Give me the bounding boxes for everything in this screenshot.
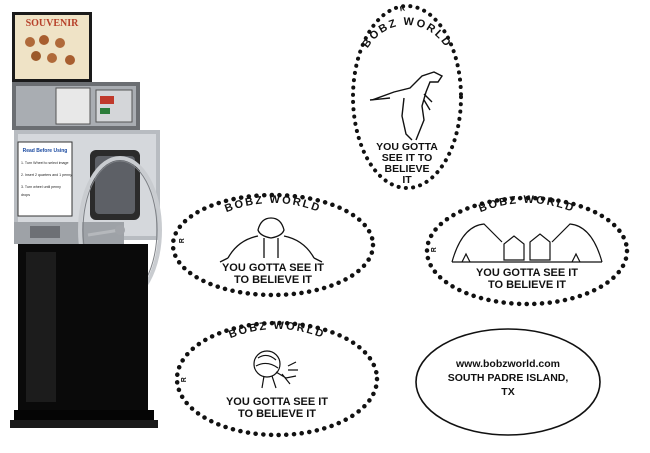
sign-title: SOUVENIR (26, 18, 80, 29)
tagline-line: TO BELIEVE IT (487, 278, 567, 291)
coin-brand: BOBZ WORLD (227, 320, 325, 341)
coin-corner-mark: R (399, 5, 406, 14)
castle-icon (451, 223, 603, 263)
gorilla-icon (219, 217, 323, 263)
sign-coin (55, 38, 65, 48)
coin-tagline: YOU GOTTA SEE IT TO BELIEVE IT (194, 396, 360, 420)
sign-coin (31, 51, 41, 61)
svg-text:BOBZ WORLD: BOBZ WORLD (227, 320, 327, 341)
sign-coin (47, 53, 57, 63)
pressed-coin-hermit-crab: BOBZ WORLD (174, 320, 380, 438)
pressed-coin-back (415, 328, 601, 436)
sign-coin (25, 37, 35, 47)
location-text: SOUTH PADRE ISLAND, (447, 372, 569, 385)
dinosaur-icon (369, 71, 444, 141)
coin-corner-mark: R (430, 247, 438, 253)
penny-press-machine: SOUVENIR Read Before Using 1. Turn Wheel… (10, 12, 162, 428)
instructions-line: drops (21, 193, 30, 197)
pressed-coin-castle: BOBZ WORLD (424, 194, 630, 307)
tagline-line: YOU GOTTA SEE IT (475, 267, 579, 279)
svg-text:BOBZ WORLD: BOBZ WORLD (360, 16, 454, 50)
hermit-crab-icon (253, 350, 298, 389)
tagline-line: YOU GOTTA (376, 141, 438, 153)
tagline-line: SEE IT TO (381, 152, 433, 165)
instructions-title: Read Before Using (23, 148, 68, 154)
pressed-coin-dinosaur: BOBZ WORLD (351, 4, 463, 190)
coin-tagline: YOU GOTTA SEE IT TO BELIEVE IT (190, 262, 356, 286)
instructions-line: 3. Turn wheel until penny (21, 185, 61, 189)
tagline-line: IT (402, 174, 412, 187)
coin-tagline: YOU GOTTA SEE IT TO BELIEVE IT (355, 141, 459, 187)
tagline-line: TO BELIEVE IT (237, 407, 317, 420)
coin-brand: BOBZ WORLD (477, 194, 575, 215)
svg-text:BOBZ WORLD: BOBZ WORLD (477, 194, 577, 215)
coin-brand: BOBZ WORLD (360, 16, 452, 50)
tagline-line: TO BELIEVE IT (233, 273, 313, 286)
tagline-line: BELIEVE (384, 163, 430, 176)
pressed-coin-gorilla: BOBZ WORLD (170, 192, 376, 298)
sign-coin (39, 35, 49, 45)
instructions-line: 2. Insert 2 quarters and 1 penny (21, 173, 72, 177)
coin-corner-mark: R (178, 238, 186, 244)
coin-back-text: www.bobzworld.com SOUTH PADRE ISLAND, TX (428, 357, 588, 400)
website-text: www.bobzworld.com (455, 358, 561, 370)
tagline-line: YOU GOTTA SEE IT (225, 396, 329, 408)
sign-coin (65, 55, 75, 65)
coin-corner-mark: R (180, 377, 188, 383)
coin-brand: BOBZ WORLD (223, 194, 321, 215)
state-text: TX (501, 386, 515, 399)
coin-tagline: YOU GOTTA SEE IT TO BELIEVE IT (444, 267, 610, 291)
svg-text:BOBZ WORLD: BOBZ WORLD (223, 194, 323, 215)
tagline-line: YOU GOTTA SEE IT (221, 262, 325, 274)
instructions-line: 1. Turn Wheel to select image (21, 161, 69, 165)
